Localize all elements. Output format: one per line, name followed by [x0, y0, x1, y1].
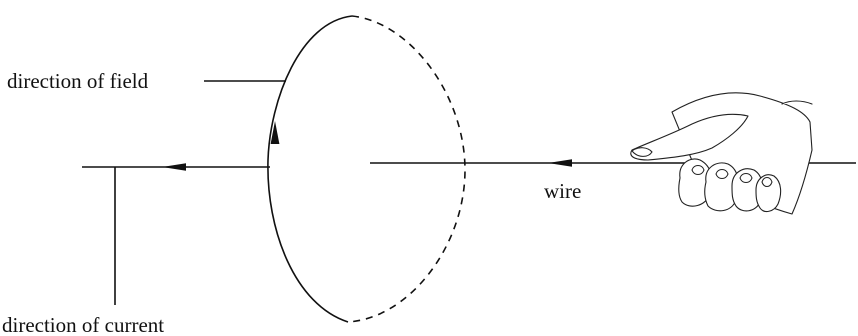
current-arrowhead-left-icon	[162, 163, 186, 171]
wire-label: wire	[544, 179, 581, 203]
field-loop-solid	[268, 16, 352, 322]
field-loop-dashed	[348, 16, 465, 322]
right-hand-grip-icon	[631, 93, 812, 214]
field-label: direction of field	[7, 69, 149, 93]
current-label: direction of current	[2, 313, 164, 336]
current-arrowhead-right-icon	[548, 159, 572, 167]
